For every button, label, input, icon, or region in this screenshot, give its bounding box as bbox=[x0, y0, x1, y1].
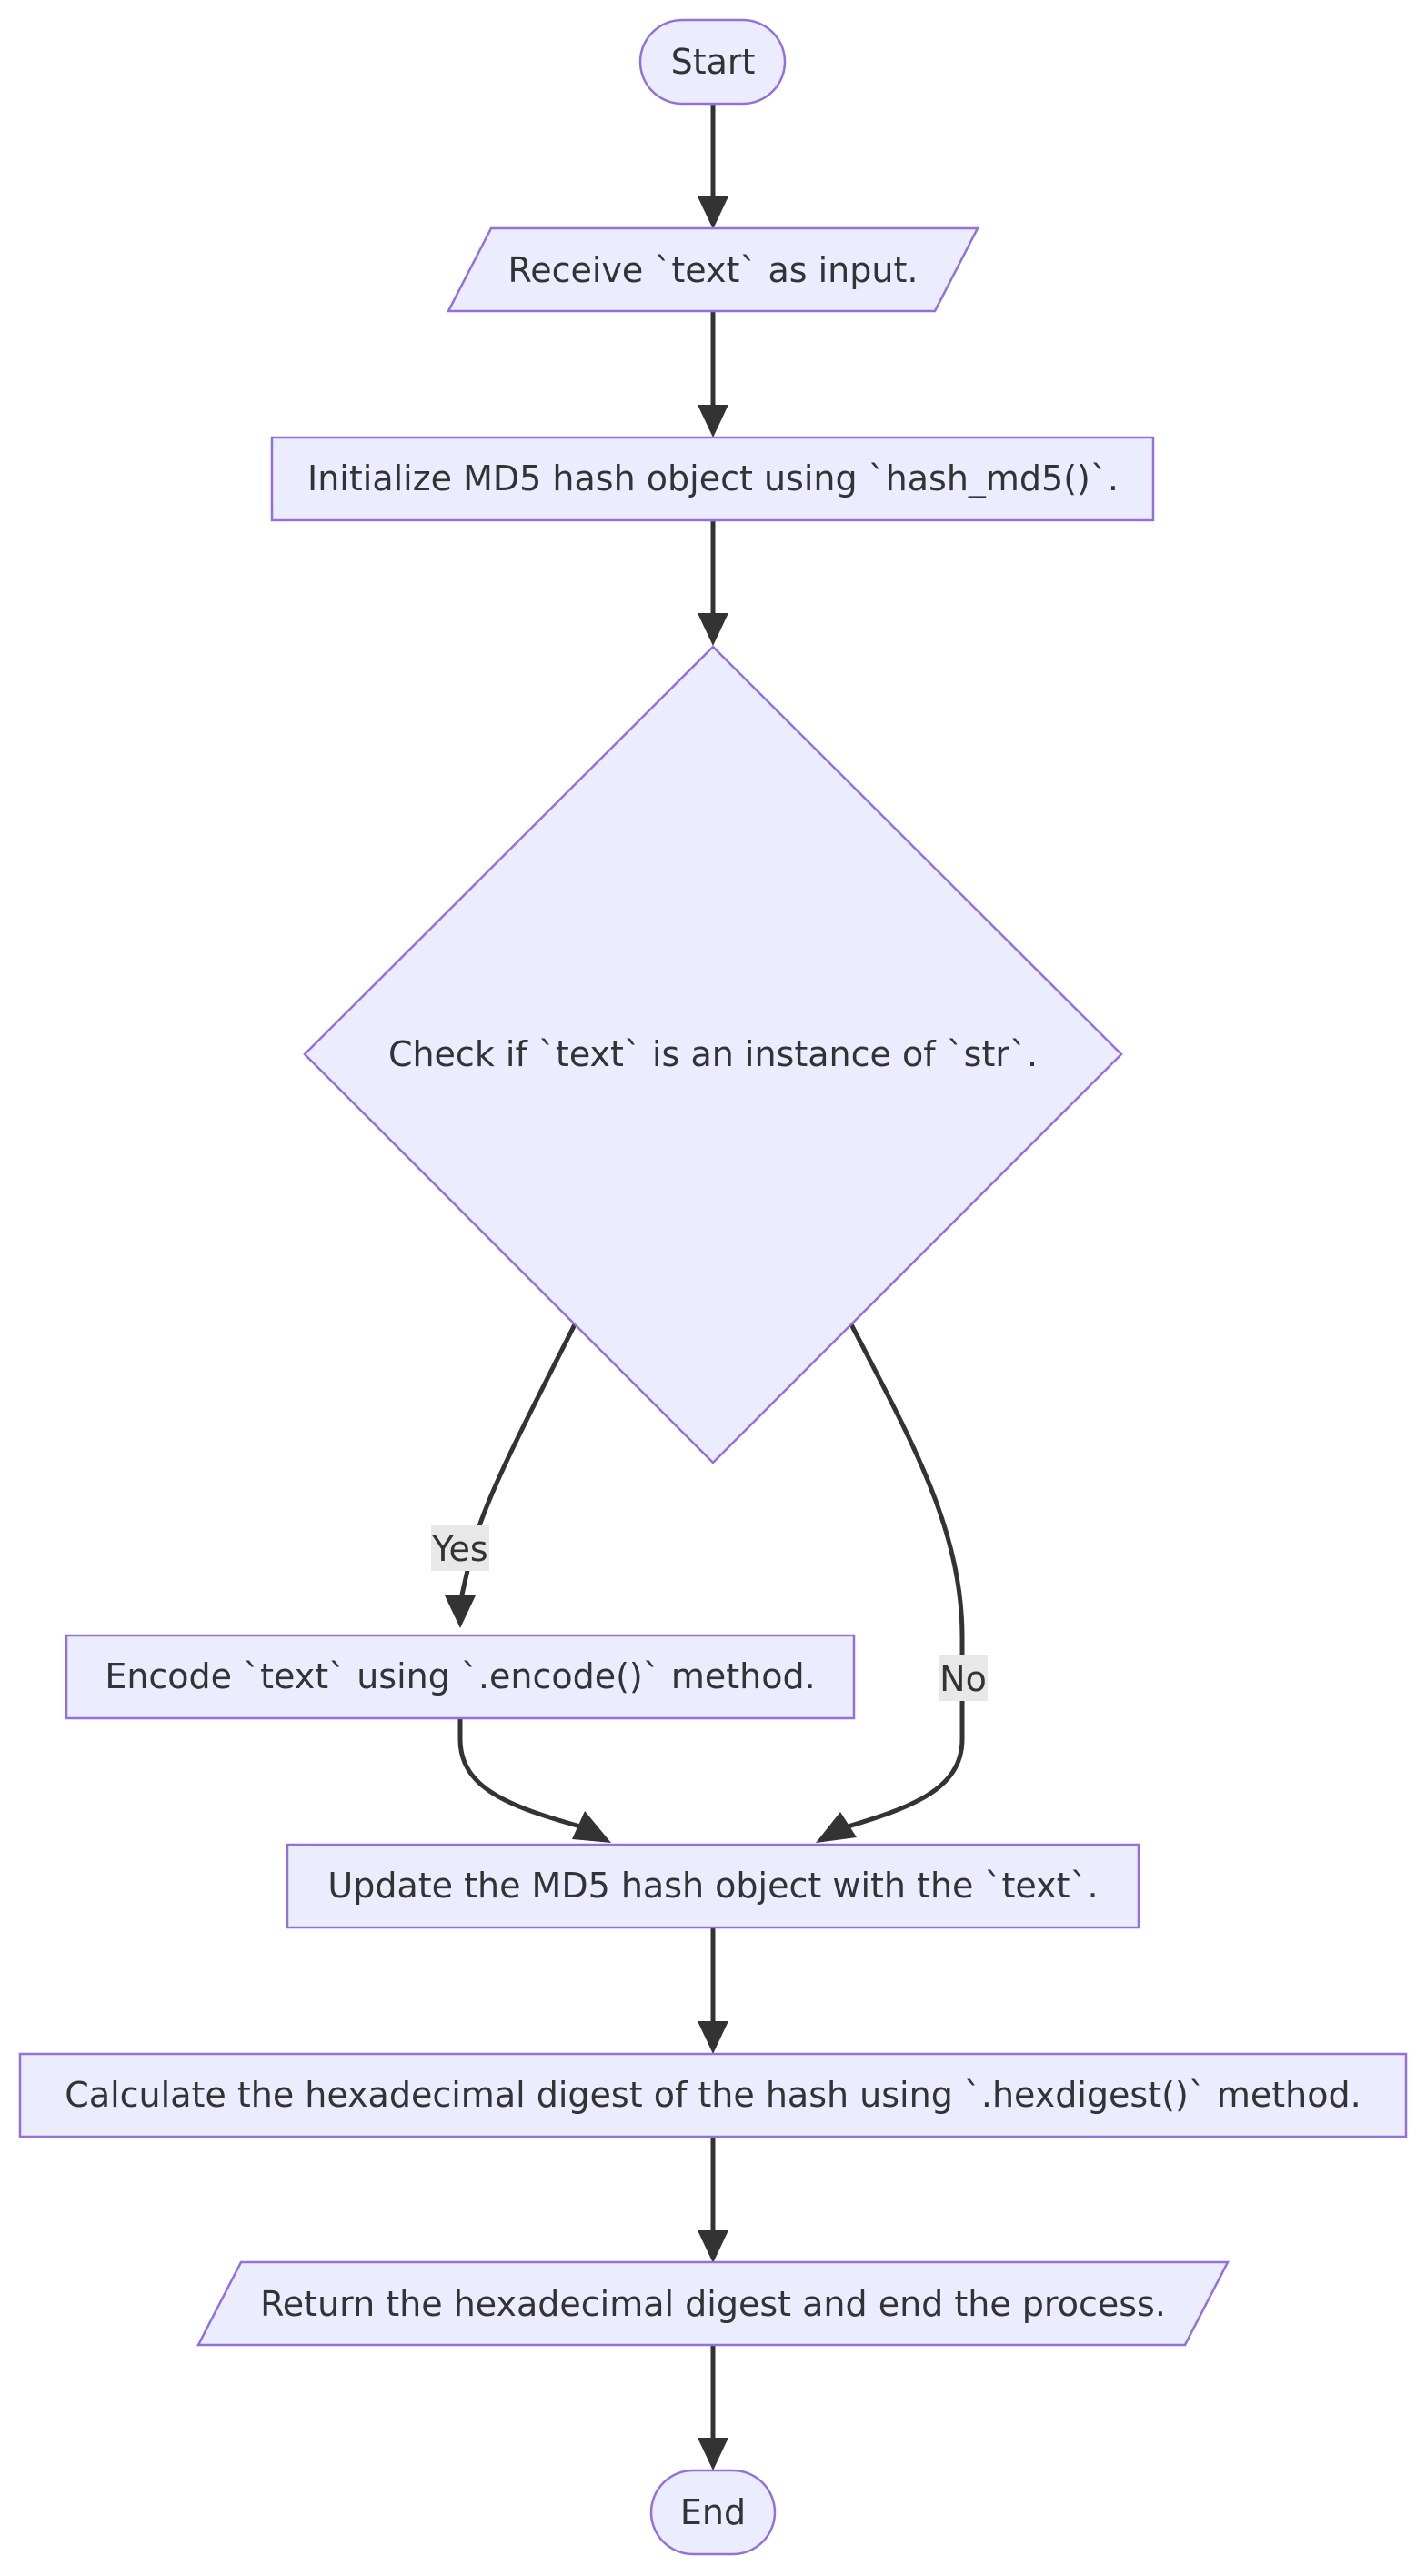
arrowhead-return-to-end bbox=[698, 2438, 728, 2470]
node-start-shape bbox=[638, 18, 787, 106]
node-calc-digest: Calculate the hexadecimal digest of the … bbox=[18, 2052, 1408, 2138]
node-calc-digest-label: Calculate the hexadecimal digest of the … bbox=[65, 2075, 1361, 2115]
node-check-str: Check if `text` is an instance of `str`. bbox=[303, 645, 1123, 1464]
arrowhead-update-to-calc bbox=[698, 2021, 728, 2054]
node-encode-text-shape bbox=[65, 1634, 856, 1720]
node-update-hash-label: Update the MD5 hash object with the `tex… bbox=[327, 1866, 1098, 1906]
node-check-str-label: Check if `text` is an instance of `str`. bbox=[388, 1034, 1038, 1074]
node-return-digest-shape bbox=[196, 2260, 1230, 2347]
arrowhead-receive-to-init bbox=[698, 405, 728, 438]
node-init-hash-label: Initialize MD5 hash object using `hash_m… bbox=[307, 458, 1119, 498]
arrowhead-calc-to-return bbox=[698, 2230, 728, 2263]
node-end: End bbox=[649, 2469, 777, 2556]
node-update-hash-shape bbox=[286, 1843, 1140, 1929]
node-calc-digest-shape bbox=[18, 2052, 1408, 2138]
arrowhead-start-to-receive bbox=[698, 196, 728, 229]
node-encode-text-label: Encode `text` using `.encode()` method. bbox=[105, 1656, 815, 1696]
node-init-hash-shape bbox=[270, 436, 1155, 522]
edge-encode-to-update bbox=[457, 1719, 581, 1829]
arrowhead-check-to-encode bbox=[445, 1595, 476, 1628]
edge-label-no-text: No bbox=[939, 1659, 987, 1699]
node-encode-text: Encode `text` using `.encode()` method. bbox=[65, 1634, 856, 1720]
node-end-shape bbox=[649, 2469, 777, 2556]
edges bbox=[445, 104, 965, 2470]
edge-label-yes: Yes bbox=[431, 1525, 489, 1571]
node-end-label: End bbox=[680, 2492, 746, 2532]
node-return-digest: Return the hexadecimal digest and end th… bbox=[196, 2260, 1230, 2347]
node-receive-input-label: Receive `text` as input. bbox=[508, 250, 919, 290]
node-check-str-shape bbox=[303, 645, 1123, 1464]
edge-label-no-bg bbox=[939, 1655, 988, 1701]
node-receive-input: Receive `text` as input. bbox=[446, 226, 980, 313]
arrowhead-check-to-update bbox=[816, 1812, 857, 1843]
arrowhead-encode-to-update bbox=[572, 1811, 611, 1843]
arrowhead-init-to-check bbox=[698, 613, 728, 646]
node-update-hash: Update the MD5 hash object with the `tex… bbox=[286, 1843, 1140, 1929]
node-receive-input-shape bbox=[446, 226, 980, 313]
edge-check-to-update bbox=[841, 1323, 965, 1831]
node-init-hash: Initialize MD5 hash object using `hash_m… bbox=[270, 436, 1155, 522]
node-start-label: Start bbox=[671, 42, 756, 82]
node-start: Start bbox=[638, 18, 787, 106]
edge-label-yes-bg bbox=[431, 1525, 489, 1571]
node-return-digest-label: Return the hexadecimal digest and end th… bbox=[260, 2284, 1166, 2324]
edge-label-yes-text: Yes bbox=[431, 1529, 487, 1569]
edge-label-no: No bbox=[939, 1655, 988, 1701]
